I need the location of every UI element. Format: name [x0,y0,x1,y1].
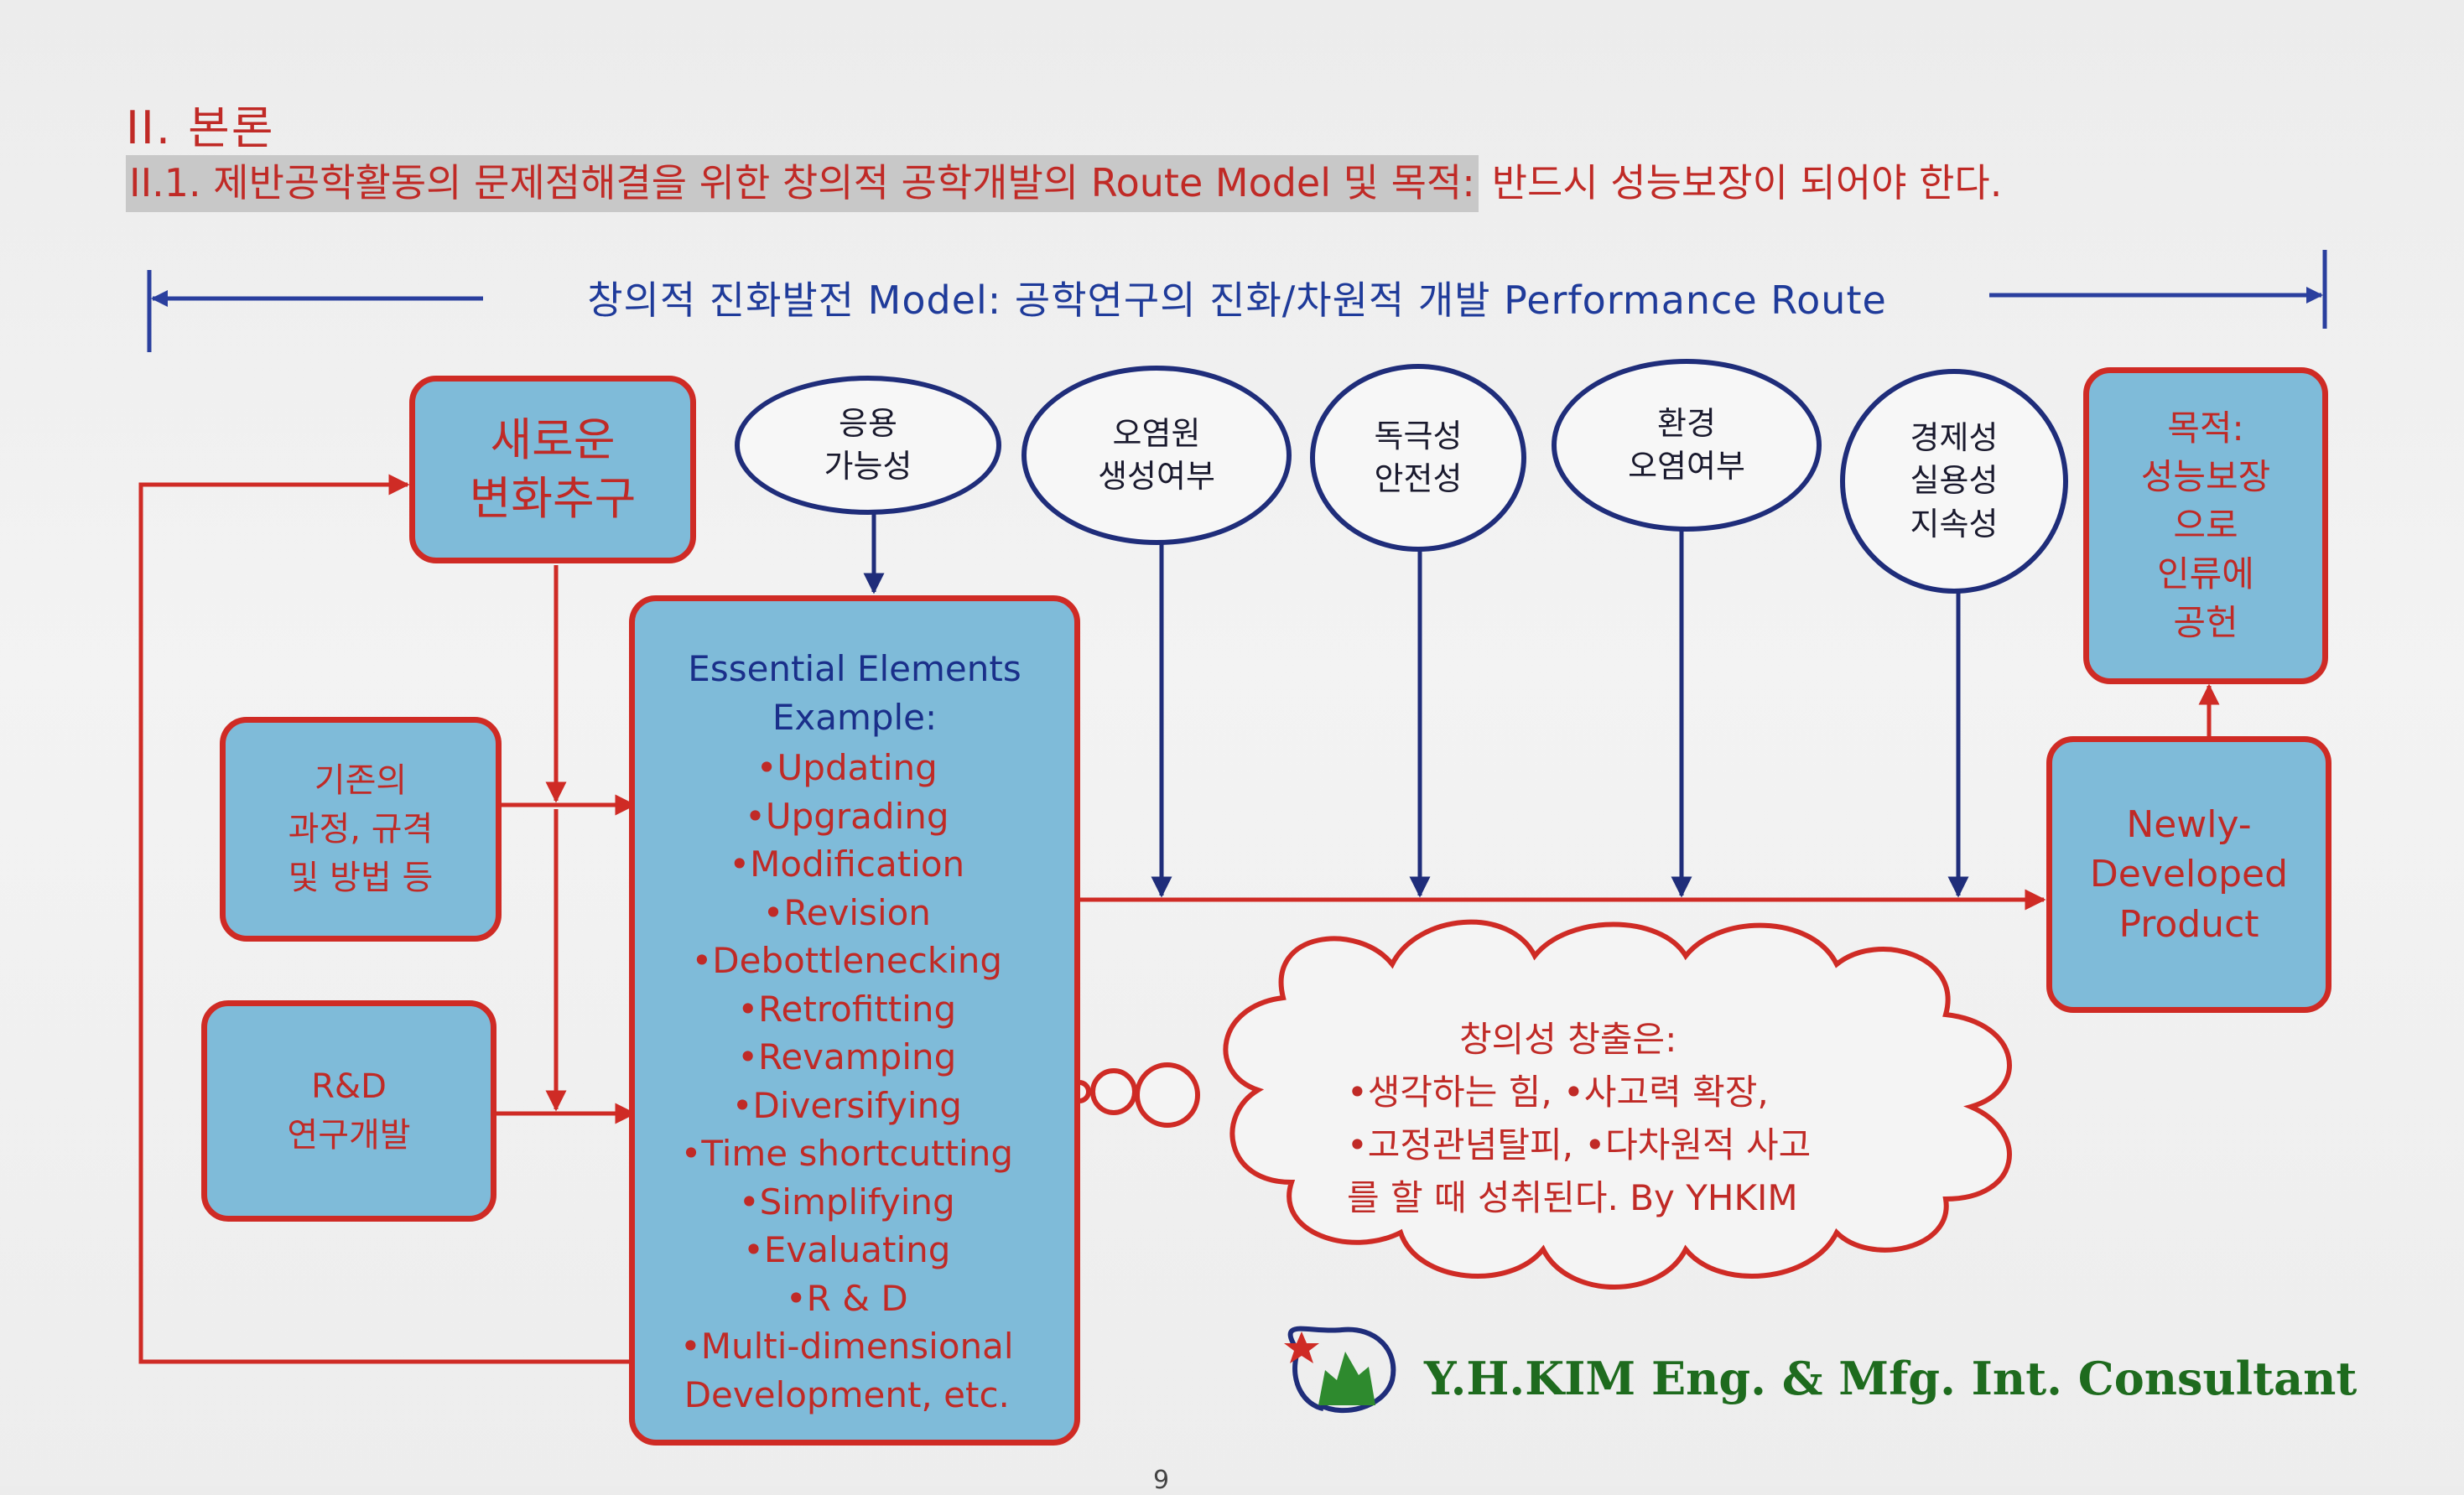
subtitle-highlight: II.1. 제반공학활동의 문제점해결을 위한 창의적 공학개발의 Route … [126,155,1479,212]
cloud-line-2: •생각하는 힘, •사고력 확장, [1347,1072,1769,1113]
new-change-label: 새로운 변화추구 [469,413,637,525]
company-logo [1284,1326,1396,1414]
criterion-toxicity-safety: 독극성 안전성 [1310,364,1526,552]
list-item: •R & D [785,1277,908,1319]
list-item: •Upgrading [745,795,949,837]
cloud-line-1: 창의성 창출은: [1459,1019,1677,1060]
list-item: •Multi-dimensional Development, etc. [680,1326,1014,1415]
purpose-box: 목적: 성능보장 으로 인류에 공헌 [2083,367,2328,684]
cloud-line-4: 를 할 때 성취된다. By YHKIM [1347,1177,1798,1218]
company-name: Y.H.KIM Eng. & Mfg. Int. Consultant [1424,1352,2357,1405]
criterion-label: 응용 가능성 [824,404,912,485]
criterion-environment: 환경 오염여부 [1552,359,1822,532]
criterion-label: 오염원 생성여부 [1098,414,1215,495]
essential-list: •Updating •Upgrading •Modification •Revi… [680,744,1014,1419]
list-item: •Diversifying [731,1084,962,1126]
list-item: •Time shortcutting [680,1133,1013,1174]
route-span-arrow [147,250,2327,352]
list-item: •Revision [762,891,931,933]
criterion-applicability: 응용 가능성 [735,376,1001,515]
existing-methods-label: 기존의 과정, 규격 및 방법 등 [288,761,434,897]
new-product-box: Newly- Developed Product [2046,736,2331,1013]
section-title: II. 본론 [126,101,275,154]
criterion-economy: 경제성 실용성 지속성 [1840,369,2068,594]
creativity-cloud [1223,919,2012,1290]
criterion-pollution-source: 오염원 생성여부 [1021,366,1292,545]
thought-bubbles [1068,1062,1200,1128]
flow-lines [138,474,2220,1364]
list-item: •Evaluating [743,1229,951,1270]
cloud-line-3: •고정관념탈피, •다차원적 사고 [1347,1124,1812,1165]
criteria-arrows [863,511,1969,898]
purpose-label: 목적: 성능보장 으로 인류에 공헌 [2140,407,2271,643]
list-item: •Debottlenecking [691,940,1003,981]
list-item: •Retrofitting [737,988,957,1030]
list-item: •Simplifying [738,1181,955,1222]
new-change-box: 새로운 변화추구 [409,376,696,563]
criterion-label: 환경 오염여부 [1628,404,1745,485]
criterion-label: 경제성 실용성 지속성 [1910,419,1999,542]
subtitle: II.1. 제반공학활동의 문제점해결을 위한 창의적 공학개발의 Route … [126,153,2003,212]
rnd-box: R&D 연구개발 [201,1000,496,1222]
page-number: 9 [1153,1466,1170,1495]
creativity-text: 창의성 창출은: •생각하는 힘, •사고력 확장, •고정관념탈피, •다차원… [1317,1013,2072,1224]
subtitle-rest: 반드시 성능보장이 되어야 한다. [1491,160,2003,205]
rnd-label: R&D 연구개발 [287,1067,411,1155]
list-item: •Modification [729,844,965,885]
route-title: 창의적 진화발전 Model: 공학연구의 진화/차원적 개발 Performa… [587,278,1887,323]
list-item: •Revamping [737,1036,957,1077]
existing-methods-box: 기존의 과정, 규격 및 방법 등 [220,717,502,942]
list-item: •Updating [756,747,938,788]
essential-heading: Essential Elements Example: [688,648,1021,738]
essential-elements-box: Essential Elements Example: •Updating •U… [629,595,1080,1446]
new-product-label: Newly- Developed Product [2089,802,2289,946]
criterion-label: 독극성 안전성 [1374,417,1463,497]
